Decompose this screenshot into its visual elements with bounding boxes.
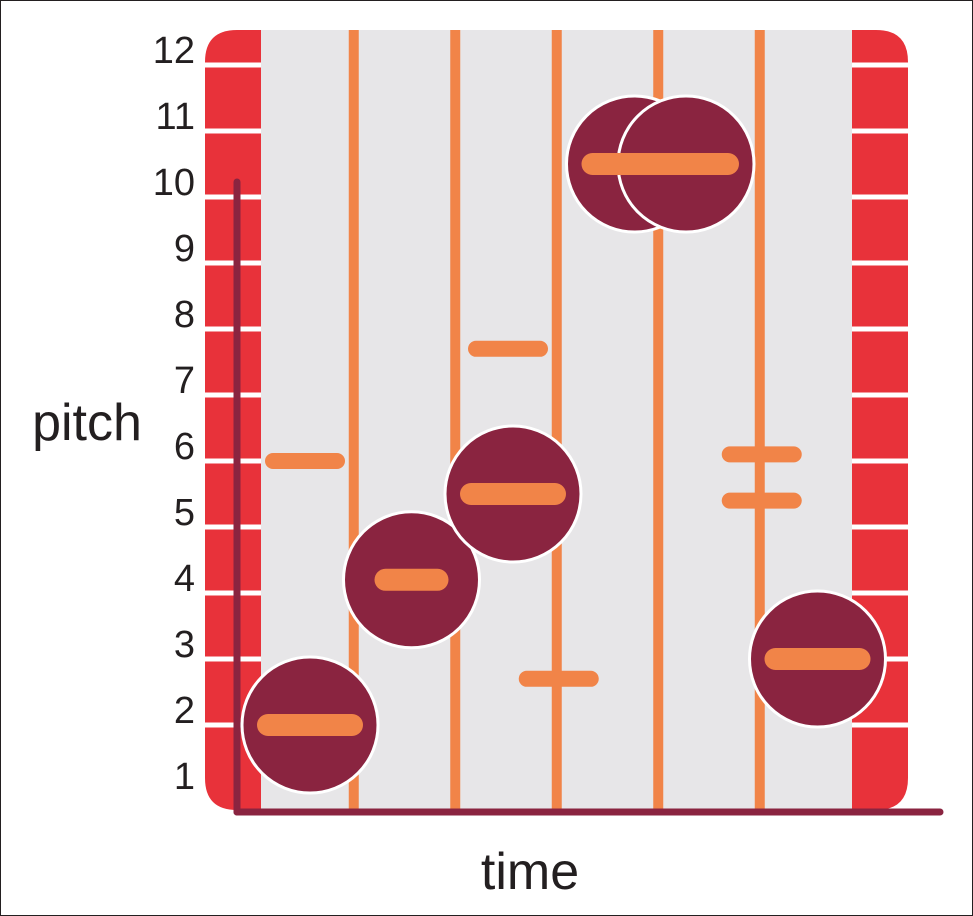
y-tick-label: 8	[174, 294, 195, 336]
y-tick-label: 3	[174, 624, 195, 666]
stripe-gap-left	[205, 128, 261, 134]
stripe-gap-right	[852, 260, 908, 266]
stripe-gap-right	[852, 458, 908, 464]
stripe-gap-right	[852, 722, 908, 728]
y-tick-label: 4	[174, 558, 195, 600]
stripe-gap-left	[205, 194, 261, 200]
time-divider	[348, 30, 359, 810]
stripe-gap-left	[205, 656, 261, 662]
stripe-gap-left	[205, 326, 261, 332]
y-axis-title: pitch	[32, 394, 142, 452]
y-tick-label: 2	[174, 690, 195, 732]
stripe-gap-right	[852, 524, 908, 530]
stripe-fill-left	[205, 30, 261, 810]
time-divider	[450, 30, 461, 810]
notes	[240, 94, 887, 795]
y-tick-label: 6	[174, 426, 195, 468]
stripe-gap-left	[205, 458, 261, 464]
time-divider	[754, 30, 765, 810]
stripe-gap-left	[205, 392, 261, 398]
stripe-gap-left	[205, 260, 261, 266]
x-axis-title: time	[481, 843, 579, 901]
stripe-gap-right	[852, 128, 908, 134]
stripe-gap-right	[852, 326, 908, 332]
stripe-gap-right	[852, 392, 908, 398]
y-tick-label: 5	[174, 492, 195, 534]
stripe-gap-left	[205, 590, 261, 596]
stripe-gap-left	[205, 62, 261, 68]
stripe-gap-right	[852, 194, 908, 200]
y-tick-label: 12	[153, 30, 195, 72]
stripe-gap-left	[205, 524, 261, 530]
short-marks	[265, 340, 802, 687]
time-dividers	[348, 30, 765, 810]
y-tick-label: 10	[153, 162, 195, 204]
time-divider	[551, 30, 562, 810]
y-tick-label: 11	[156, 96, 195, 138]
y-tick-label: 7	[174, 360, 195, 402]
stripe-border-left	[205, 30, 261, 810]
stripe-gap-left	[205, 722, 261, 728]
time-divider	[653, 30, 664, 810]
y-tick-label: 9	[174, 228, 195, 270]
stripe-gap-right	[852, 62, 908, 68]
axes	[233, 178, 944, 816]
y-tick-label: 1	[174, 756, 195, 798]
stripe-gap-right	[852, 590, 908, 596]
